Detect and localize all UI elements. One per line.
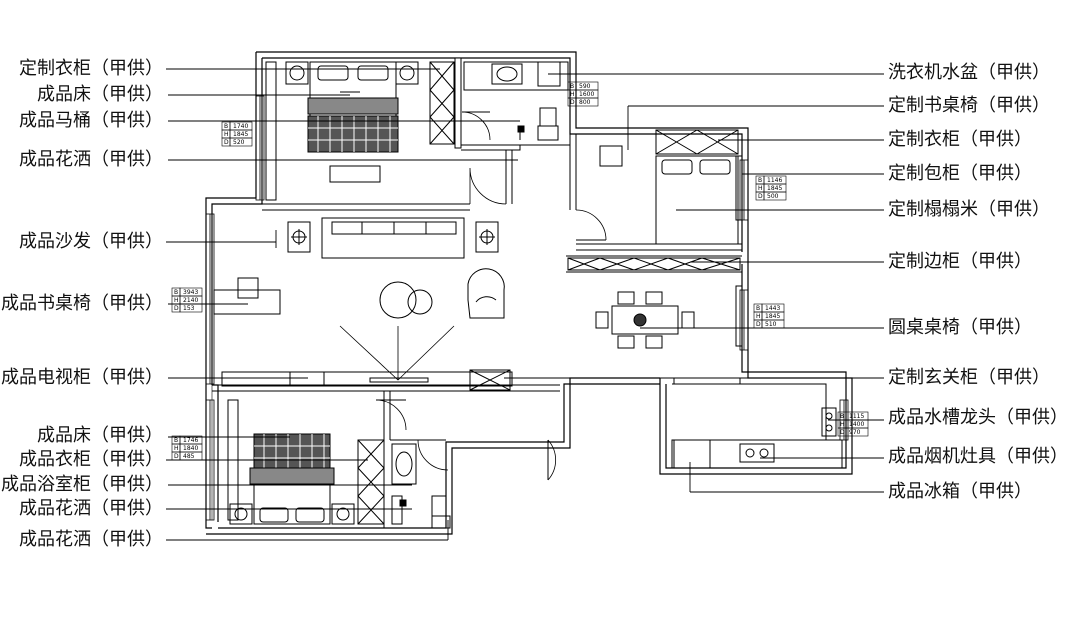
label-left-shower: 成品花洒（甲供） xyxy=(19,149,163,170)
dimension-key: H xyxy=(756,313,761,320)
dimension-key: B xyxy=(224,123,228,130)
dimension-value: 485 xyxy=(183,453,195,460)
dimension-key: D xyxy=(174,305,179,312)
dimension-value: 1600 xyxy=(579,91,594,98)
dimension-value: 3943 xyxy=(183,289,198,296)
dimension-key: B xyxy=(840,413,844,420)
dimension-key: D xyxy=(224,139,229,146)
top-bathroom-fixtures xyxy=(461,61,569,141)
bottom-bathroom-fixtures xyxy=(391,439,451,529)
dimension-value: 800 xyxy=(579,99,591,106)
dimension-value: 500 xyxy=(767,193,779,200)
dimension-key: H xyxy=(840,421,845,428)
dimension-cell xyxy=(763,191,787,201)
label-left-bed-2: 成品床（甲供） xyxy=(37,425,163,446)
label-right-sink-faucet: 成品水槽龙头（甲供） xyxy=(888,407,1068,428)
label-right-hood-stove: 成品烟机灶具（甲供） xyxy=(888,446,1068,467)
label-right-tatami: 定制榻榻米（甲供） xyxy=(888,199,1050,220)
dimension-cell xyxy=(761,319,785,329)
dimension-key: D xyxy=(840,429,845,436)
label-right-sideboard: 定制边柜（甲供） xyxy=(888,251,1032,272)
dimension-key: D xyxy=(756,321,761,328)
dimension-key: B xyxy=(570,83,574,90)
label-left-tv-cabinet: 成品电视柜（甲供） xyxy=(1,367,163,388)
dimension-value: 520 xyxy=(233,139,245,146)
label-left-custom-wardrobe: 定制衣柜（甲供） xyxy=(19,58,163,79)
label-left-desk-chair: 成品书桌椅（甲供） xyxy=(1,293,163,314)
dimension-key: D xyxy=(570,99,575,106)
dimension-value: 1115 xyxy=(849,413,864,420)
label-left-shower-3: 成品花洒（甲供） xyxy=(19,529,163,550)
dimension-key: H xyxy=(224,131,229,138)
top-bedroom-furniture xyxy=(265,61,513,205)
dimension-key: B xyxy=(174,437,178,444)
dimension-value: 1746 xyxy=(183,437,198,444)
dimension-value: 1400 xyxy=(849,421,864,428)
dimension-key: H xyxy=(570,91,575,98)
label-left-toilet: 成品马桶（甲供） xyxy=(19,110,163,131)
dimension-key: H xyxy=(758,185,763,192)
dimension-key: D xyxy=(174,453,179,460)
label-right-custom-wardrobe: 定制衣柜（甲供） xyxy=(888,129,1032,150)
label-right-round-table: 圆桌桌椅（甲供） xyxy=(888,317,1032,338)
leader-lines xyxy=(166,68,884,541)
dining-furniture xyxy=(547,257,743,481)
label-left-wardrobe-2: 成品衣柜（甲供） xyxy=(19,449,163,470)
dimension-value: 1443 xyxy=(765,305,780,312)
dimension-key: H xyxy=(174,297,179,304)
dimension-value: 1146 xyxy=(767,177,782,184)
dimension-key: D xyxy=(758,193,763,200)
dimension-value: 1740 xyxy=(233,123,248,130)
dimension-key: B xyxy=(756,305,760,312)
label-right-custom-desk: 定制书桌椅（甲供） xyxy=(888,95,1050,116)
label-left-sofa: 成品沙发（甲供） xyxy=(19,231,163,252)
right-bedroom-furniture xyxy=(575,129,743,245)
dimension-cell xyxy=(179,303,203,313)
label-right-entry-cabinet: 定制玄关柜（甲供） xyxy=(888,367,1050,388)
label-right-laundry-basin: 洗衣机水盆（甲供） xyxy=(888,62,1050,83)
dimension-key: H xyxy=(174,445,179,452)
dimension-value: 1840 xyxy=(183,445,198,452)
label-right-custom-cabinet: 定制包柜（甲供） xyxy=(888,163,1032,184)
dimension-value: 2140 xyxy=(183,297,198,304)
dimension-value: 590 xyxy=(579,83,591,90)
bottom-bedroom-furniture xyxy=(227,399,407,525)
dimension-key: B xyxy=(174,289,178,296)
dimension-cell xyxy=(575,97,599,107)
label-left-shower-2: 成品花洒（甲供） xyxy=(19,498,163,519)
dimension-value: 1845 xyxy=(233,131,248,138)
dimension-cell xyxy=(229,137,253,147)
dimension-value: 510 xyxy=(765,321,777,328)
dimension-cell xyxy=(179,451,203,461)
label-left-bed: 成品床（甲供） xyxy=(37,84,163,105)
dimension-value: 1845 xyxy=(765,313,780,320)
dimension-value: 153 xyxy=(183,305,195,312)
living-room-furniture xyxy=(211,217,513,520)
dimension-value: 970 xyxy=(849,429,861,436)
label-right-fridge: 成品冰箱（甲供） xyxy=(888,481,1032,502)
label-left-bath-cabinet: 成品浴室柜（甲供） xyxy=(1,474,163,495)
dimension-key: B xyxy=(758,177,762,184)
kitchen-fixtures xyxy=(671,407,843,469)
dimension-value: 1845 xyxy=(767,185,782,192)
dimension-cell xyxy=(845,427,869,437)
